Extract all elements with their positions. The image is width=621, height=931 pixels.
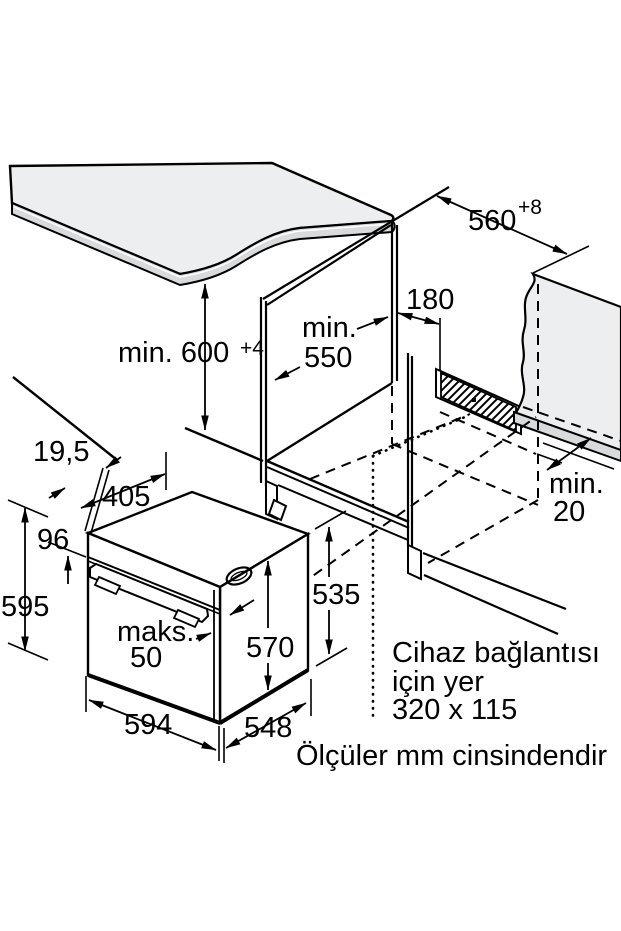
connection-note-line1: Cihaz bağlantısı bbox=[392, 637, 600, 669]
floor-line-left bbox=[12, 376, 118, 461]
label-niche-height-tolerance: +4 bbox=[240, 337, 264, 360]
dim-19-arrow-right bbox=[105, 456, 122, 469]
rear-tab bbox=[267, 498, 288, 522]
side-panel bbox=[512, 271, 621, 463]
dim-door-arrow bbox=[229, 599, 255, 616]
label-niche-width-tolerance: +8 bbox=[518, 196, 542, 219]
countertop-top-surface bbox=[8, 161, 395, 276]
label-niche-height: min. 600 bbox=[118, 337, 229, 369]
oven-handle bbox=[89, 562, 210, 624]
countertop bbox=[8, 161, 396, 287]
niche-top-edge-inner bbox=[266, 224, 392, 306]
niche-floor-front-edge-inner bbox=[266, 466, 410, 529]
label-connection-offset: 180 bbox=[406, 284, 454, 316]
label-top-depth: 405 bbox=[102, 481, 150, 513]
connection-cutout-hatch bbox=[440, 371, 517, 433]
label-base-height: 535 bbox=[312, 579, 360, 611]
connection-note-line2: için yer bbox=[392, 666, 484, 698]
label-door-max-value: 50 bbox=[130, 642, 162, 674]
cabinet-bottom-edge bbox=[184, 426, 264, 463]
connection-space-edge bbox=[371, 415, 467, 458]
label-body-depth: 570 bbox=[246, 632, 294, 664]
niche-top-edge bbox=[262, 186, 450, 300]
control-panel-line bbox=[87, 556, 221, 611]
label-niche-depth-value: 550 bbox=[304, 342, 352, 374]
dim-560-arrow bbox=[436, 195, 568, 255]
grip-cutout bbox=[225, 566, 253, 586]
niche-floor-front-edge bbox=[266, 459, 410, 524]
right-wall-foot bbox=[407, 543, 422, 581]
countertop-edge-highlight bbox=[13, 206, 391, 278]
dim-20-arrow bbox=[546, 437, 592, 471]
label-control-panel-height: 96 bbox=[37, 524, 69, 556]
hidden-niche-bottom bbox=[391, 443, 539, 506]
hidden-floor-back bbox=[309, 413, 471, 480]
hidden-wall-bottom bbox=[427, 499, 539, 564]
label-niche-depth-min: min. bbox=[302, 312, 357, 344]
dim-405-arrow bbox=[80, 473, 166, 509]
label-door-max: maks. bbox=[117, 616, 194, 648]
connection-cutout bbox=[435, 367, 522, 436]
ext-535-top bbox=[314, 510, 347, 530]
label-front-gap: 19,5 bbox=[33, 436, 89, 468]
floor-line-right bbox=[423, 573, 559, 636]
ext-96 bbox=[47, 541, 87, 558]
hidden-lines bbox=[299, 284, 539, 718]
label-oven-height: 595 bbox=[1, 591, 49, 623]
oven bbox=[84, 490, 311, 726]
dimension-lines bbox=[21, 195, 592, 751]
dim-180-arrow bbox=[397, 312, 440, 325]
ext-595-top bbox=[7, 499, 49, 518]
side-panel-surface bbox=[512, 271, 621, 457]
label-rear-gap-min: min. bbox=[549, 468, 604, 500]
notes: Cihaz bağlantısı için yer 320 x 115 Ölçü… bbox=[296, 637, 607, 772]
handle-bracket-left bbox=[93, 575, 122, 596]
ext-595-bottom bbox=[7, 642, 49, 661]
dim-550-arrow-front bbox=[274, 366, 301, 381]
hidden-diagonal bbox=[299, 416, 537, 586]
niche-floor-left-edge bbox=[266, 381, 393, 463]
dim-50-arrow bbox=[195, 632, 212, 642]
ext-560-right bbox=[532, 245, 590, 274]
label-oven-width: 594 bbox=[124, 709, 172, 741]
dimension-labels: 560 +8 min. 600 +4 min. 550 180 min. 20 … bbox=[1, 196, 604, 744]
ext-535-bottom bbox=[315, 647, 348, 667]
label-rear-gap-value: 20 bbox=[553, 496, 585, 528]
dim-594-arrow bbox=[88, 699, 217, 751]
handle-bracket-right bbox=[172, 608, 201, 629]
connection-note-line3: 320 x 115 bbox=[392, 694, 517, 726]
plinth-edge-right bbox=[422, 551, 567, 611]
dim-550-arrow-back bbox=[356, 316, 389, 330]
hidden-back-edge bbox=[439, 411, 537, 455]
dim-548-arrow bbox=[225, 702, 307, 749]
side-panel-bottom-rail bbox=[513, 410, 621, 463]
label-oven-depth: 548 bbox=[244, 712, 292, 744]
label-niche-width: 560 bbox=[468, 205, 516, 237]
connection-point-dot bbox=[472, 398, 476, 402]
units-note: Ölçüler mm cinsindendir bbox=[296, 740, 607, 772]
hidden-edge-panel bbox=[522, 406, 621, 442]
dim-19-arrow-left bbox=[48, 487, 66, 499]
